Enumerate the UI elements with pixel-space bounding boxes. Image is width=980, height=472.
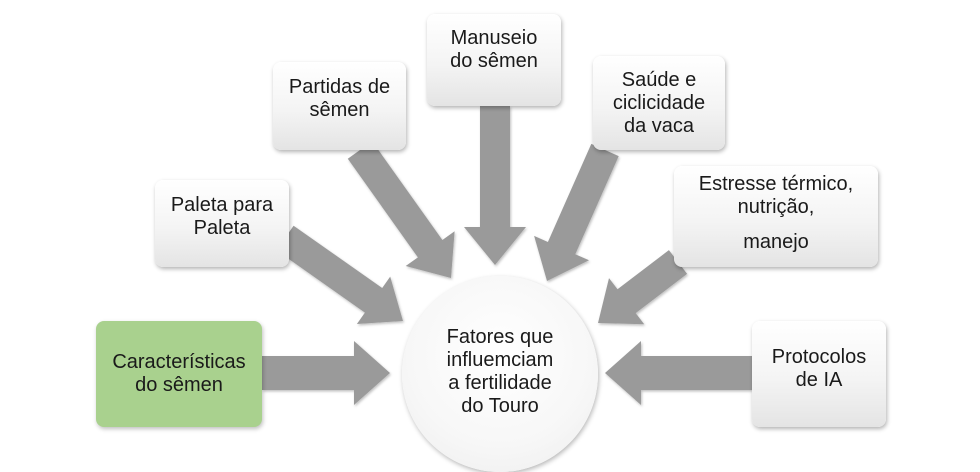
factor-partidas-line-2: sêmen: [309, 99, 370, 121]
arrow-caracteristicas: [262, 341, 390, 405]
factor-protocolos-box: Protocolos de IA: [752, 321, 886, 427]
center-label-line-3: a fertilidade: [448, 372, 552, 394]
arrow-estresse: [598, 250, 688, 325]
arrow-manuseio: [464, 106, 526, 265]
factor-estresse-line-1: Estresse térmico,: [698, 173, 854, 195]
arrow-protocolos: [605, 341, 752, 405]
center-label-line-2: influemciam: [446, 349, 554, 371]
factor-paleta-line-1: Paleta para: [170, 193, 274, 216]
arrow-paleta: [276, 225, 403, 324]
factor-saude-box: Saúde e ciclicidade da vaca: [593, 56, 725, 150]
arrow-saude: [534, 143, 619, 281]
factor-manuseio-line-1: Manuseio: [450, 27, 538, 49]
factor-manuseio-box: Manuseio do sêmen: [427, 14, 561, 106]
factor-protocolos-line-1: Protocolos: [771, 346, 867, 368]
factor-saude-line-2: ciclicidade: [612, 91, 706, 114]
factor-saude-line-1: Saúde e: [621, 68, 697, 91]
factor-caracteristicas-line-2: do sêmen: [135, 374, 223, 396]
center-label-line-1: Fatores que: [446, 326, 554, 348]
factor-paleta-box: Paleta para Paleta: [155, 180, 289, 267]
factor-partidas-box: Partidas de sêmen: [273, 62, 406, 150]
center-label-line-4: do Touro: [461, 395, 539, 417]
factor-manuseio-line-2: do sêmen: [450, 50, 538, 72]
factor-caracteristicas-line-1: Características: [112, 351, 246, 373]
factor-estresse-line-2: nutrição,: [737, 196, 815, 218]
factor-partidas-line-1: Partidas de: [288, 76, 391, 98]
factor-protocolos-line-2: de IA: [795, 369, 843, 391]
factor-estresse-line-3: manejo: [743, 231, 809, 253]
factor-paleta-line-2: Paleta: [193, 216, 251, 239]
center-label: Fatores que influemciam a fertilidade do…: [402, 326, 598, 418]
factor-saude-line-3: da vaca: [623, 114, 695, 137]
arrow-partidas: [347, 141, 455, 278]
center-circle: [402, 276, 598, 472]
factor-estresse-box: Estresse térmico, nutrição, manejo: [674, 166, 878, 267]
factor-caracteristicas-box: Características do sêmen: [96, 321, 262, 427]
